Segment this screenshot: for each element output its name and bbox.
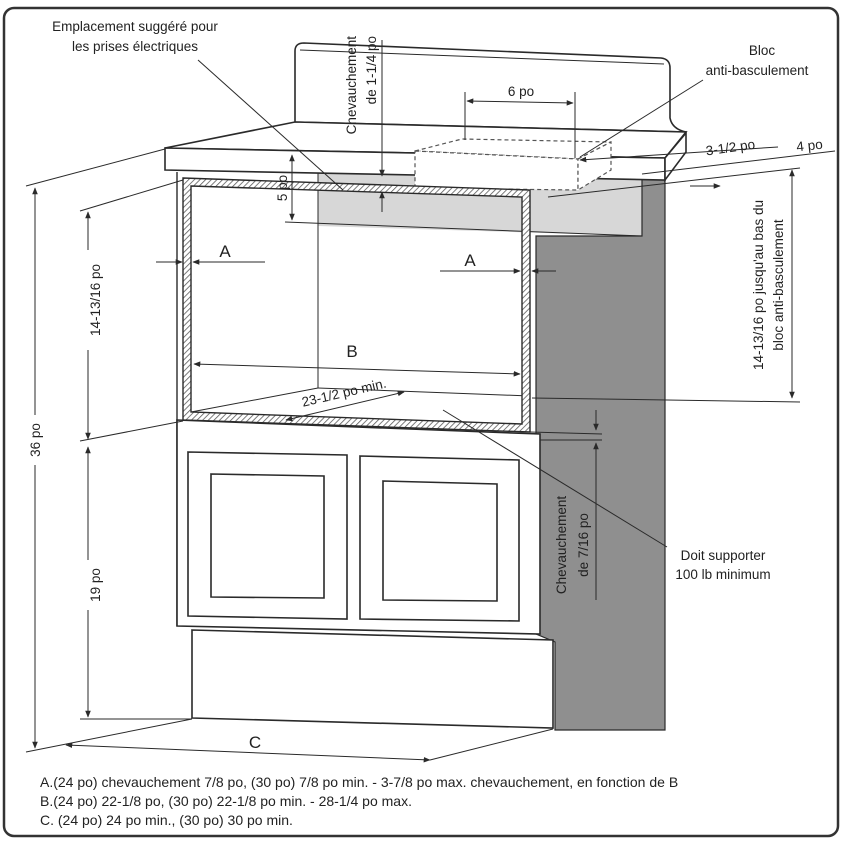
opening-depth-label: 23-1/2 po min. bbox=[300, 376, 387, 410]
anti-tip-block-front bbox=[414, 150, 579, 191]
countertop-end bbox=[664, 130, 687, 183]
block-offset-label: 4 po bbox=[796, 137, 824, 155]
opening-height-extension-top bbox=[79, 179, 184, 212]
shade-height-label: 5 po bbox=[275, 175, 290, 201]
top-overlap-label-line1: Chevauchement bbox=[344, 36, 359, 135]
total-height-extension-top bbox=[25, 148, 166, 187]
backsplash-top-edge bbox=[299, 49, 665, 65]
opening-height-extension-bottom bbox=[79, 420, 184, 442]
anti-tip-leader-line bbox=[579, 79, 704, 158]
block-width-dimension-line bbox=[466, 98, 574, 106]
outlet-zone-bottom-line bbox=[284, 221, 643, 237]
note-a: A.(24 po) chevauchement 7/8 po, (30 po) … bbox=[40, 774, 678, 790]
note-c: C. (24 po) 24 po min., (30 po) 30 po min… bbox=[40, 812, 293, 828]
cabinet-width-label: C bbox=[249, 733, 261, 752]
total-height-extension-bottom bbox=[25, 718, 193, 753]
opening-width-label: B bbox=[346, 342, 357, 361]
bottom-overlap-extension-top bbox=[529, 431, 603, 435]
block-bottom-extension-line bbox=[547, 167, 801, 198]
opening-width-dimension-line bbox=[193, 361, 521, 377]
bottom-overlap-label-line1: Chevauchement bbox=[554, 496, 569, 595]
outlet-location-label-line2: les prises électriques bbox=[72, 39, 198, 54]
cabinet-plinth bbox=[191, 629, 554, 729]
overlap-right-label: A bbox=[464, 251, 476, 270]
diagram-frame bbox=[2, 6, 840, 838]
outlet-location-label-line1: Emplacement suggéré pour bbox=[52, 19, 218, 34]
note-b: B.(24 po) 22-1/8 po, (30 po) 22-1/8 po m… bbox=[40, 793, 412, 809]
anti-tip-block-side bbox=[577, 141, 612, 192]
opening-height-label: 14-13/16 po bbox=[88, 264, 103, 336]
bottom-overlap-label-line2: de 7/16 po bbox=[576, 513, 591, 577]
block-depth-label: 3-1/2 po bbox=[705, 137, 756, 159]
total-height-label: 36 po bbox=[28, 423, 43, 457]
opening-floor-extension-line bbox=[531, 397, 801, 403]
cabinet-width-extension-right bbox=[429, 728, 554, 761]
opening-depth-dimension-line bbox=[285, 390, 405, 422]
block-height-label-line1: 14-13/16 po jusqu'au bas du bbox=[751, 200, 766, 370]
base-height-label: 19 po bbox=[88, 568, 103, 602]
anti-tip-block-label-line2: anti-basculement bbox=[706, 63, 809, 78]
support-leader-line bbox=[442, 409, 668, 548]
opening-floor-left-edge bbox=[190, 387, 319, 413]
cabinet-width-dimension-line bbox=[65, 742, 431, 763]
block-width-label: 6 po bbox=[508, 84, 534, 99]
opening-floor-back-edge bbox=[317, 387, 531, 397]
support-label-line2: 100 lb minimum bbox=[675, 567, 770, 582]
top-overlap-label-line2: de 1-1/4 po bbox=[364, 36, 379, 104]
outlet-leader-line bbox=[197, 59, 344, 191]
right-door-panel bbox=[382, 480, 498, 602]
anti-tip-block-label-line1: Bloc bbox=[749, 43, 776, 58]
cabinet-side-panel bbox=[535, 159, 666, 731]
block-height-label-line2: bloc anti-basculement bbox=[771, 219, 786, 351]
overlap-left-label: A bbox=[219, 242, 231, 261]
support-label-line1: Doit supporter bbox=[681, 548, 766, 563]
left-door-panel bbox=[210, 473, 325, 599]
block-offset-dimension-line bbox=[641, 150, 836, 175]
backsplash bbox=[294, 42, 687, 133]
block-depth-dimension-line bbox=[579, 146, 779, 163]
